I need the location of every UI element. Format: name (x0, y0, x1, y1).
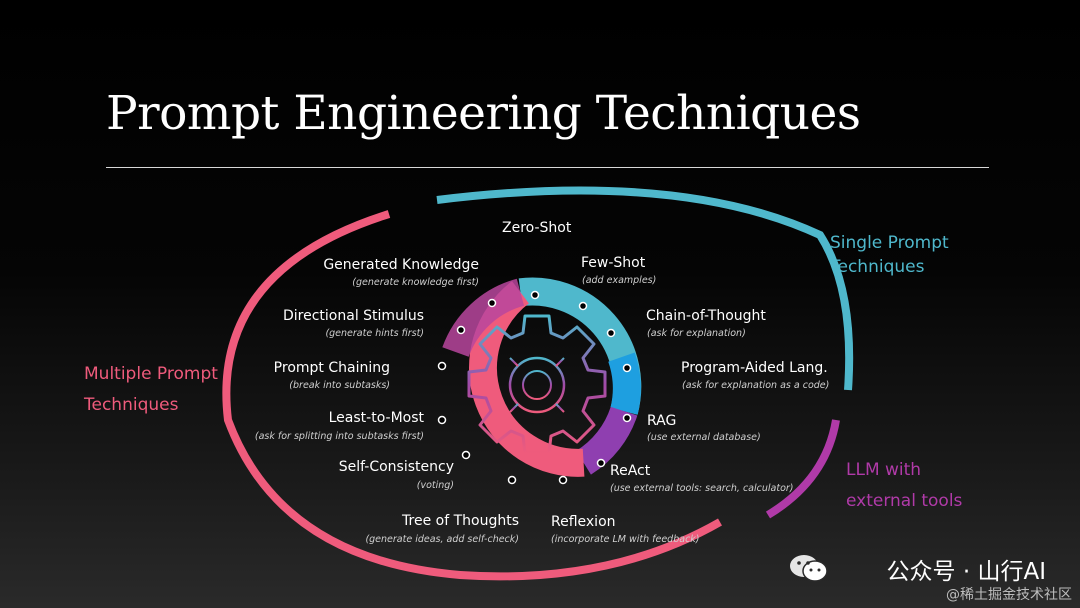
group-multiple-prompt-line2: Techniques (84, 395, 179, 415)
watermark-account: 公众号 · 山行AI (886, 559, 1046, 585)
dot-self-consistency (461, 450, 471, 460)
dot-react (596, 458, 606, 468)
multiple-prompt-arc (222, 210, 722, 581)
technique-least-to-most-desc: (ask for splitting into subtasks first) (254, 431, 424, 442)
ring-segment-purple-blend (442, 278, 525, 358)
dot-tree-of-thoughts (507, 475, 517, 485)
dot-few-shot (530, 290, 540, 300)
technique-generated-knowledge: Generated Knowledge (323, 257, 479, 273)
group-multiple-prompt-line1: Multiple Prompt (84, 364, 218, 384)
technique-few-shot: Few-Shot (581, 255, 646, 271)
dot-reflexion (558, 475, 568, 485)
technique-rag-desc: (use external database) (647, 432, 761, 443)
technique-few-shot-desc: (add examples) (582, 275, 657, 286)
technique-self-consistency: Self-Consistency (338, 459, 454, 475)
technique-react-desc: (use external tools: search, calculator) (610, 483, 794, 494)
dot-generated-knowledge (487, 298, 497, 308)
dot-pal-2 (622, 363, 632, 373)
technique-reflexion-desc: (incorporate LM with feedback) (551, 534, 700, 545)
technique-react: ReAct (610, 463, 651, 479)
technique-prompt-chaining-desc: (break into subtasks) (289, 380, 390, 391)
technique-tree-of-thoughts-desc: (generate ideas, add self-check) (365, 534, 519, 545)
group-single-prompt-line2: Techniques (830, 257, 925, 277)
dot-least-to-most (437, 415, 447, 425)
ring-segment-tools (575, 406, 638, 475)
external-tools-arc (765, 419, 840, 519)
ring-dots (437, 290, 632, 485)
slide-title: Prompt Engineering Techniques (106, 86, 861, 141)
technique-least-to-most: Least-to-Most (328, 410, 424, 426)
gear-icon (467, 314, 607, 455)
dot-rag (622, 413, 632, 423)
technique-reflexion: Reflexion (551, 514, 616, 530)
technique-chain-of-thought: Chain-of-Thought (646, 308, 766, 324)
dot-directional-stimulus (456, 325, 466, 335)
technique-prompt-chaining: Prompt Chaining (273, 360, 390, 376)
technique-directional-stimulus-desc: (generate hints first) (325, 328, 424, 339)
ring-segment-cyan-accent (608, 352, 641, 415)
technique-program-aided-desc: (ask for explanation as a code) (682, 380, 830, 391)
technique-directional-stimulus: Directional Stimulus (283, 308, 424, 324)
group-external-tools-line1: LLM with (846, 460, 922, 480)
group-single-prompt-line1: Single Prompt (830, 233, 949, 253)
technique-rag: RAG (647, 413, 677, 429)
group-external-tools-line2: external tools (846, 491, 963, 511)
technique-ring (442, 277, 642, 477)
title-divider (106, 167, 989, 168)
dot-prompt-chaining (437, 361, 447, 371)
dot-chain-of-thought (578, 301, 588, 311)
technique-self-consistency-desc: (voting) (416, 480, 454, 491)
technique-tree-of-thoughts: Tree of Thoughts (402, 513, 519, 529)
technique-chain-of-thought-desc: (ask for explanation) (647, 328, 746, 339)
technique-zero-shot: Zero-Shot (502, 220, 572, 236)
technique-generated-knowledge-desc: (generate knowledge first) (352, 277, 479, 288)
dot-program-aided (606, 328, 616, 338)
wechat-icon (790, 555, 828, 582)
watermark-community: @稀土掘金技术社区 (946, 587, 1072, 603)
single-prompt-arc (436, 186, 854, 391)
technique-program-aided: Program-Aided Lang. (681, 360, 828, 376)
